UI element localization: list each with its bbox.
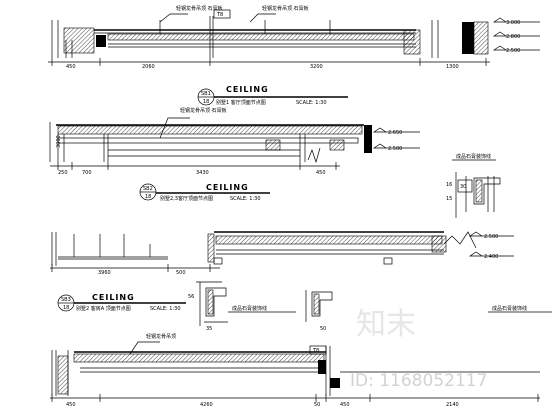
sec2-molding-detail: 成品石膏装饰线 30 16 15 <box>446 153 501 218</box>
sec3-detail-dim-3: 50 <box>320 326 326 332</box>
sec2-title-scale: SCALE: 1:30 <box>230 196 261 202</box>
sec4-dim-3: 50 <box>314 402 320 408</box>
sec3-dim-2: 500 <box>176 270 186 276</box>
sec2-title-block: SB2 18 CEILING 别墅2,3客厅顶面节点图 SCALE: 1:30 <box>139 183 270 202</box>
sec3-level-2: 2.400 <box>484 254 498 260</box>
sec2-level-1: 2.650 <box>388 130 402 136</box>
sec1-dim-3: 3200 <box>310 64 323 70</box>
sec2-dim-4: 450 <box>316 170 326 176</box>
section-1-ceiling-detail: 轻钢龙骨吊顶 石膏板 轻钢龙骨吊顶 石膏板 T8 3.000 2.800 2.5… <box>48 5 540 70</box>
sec2-detail-dim-3: 15 <box>446 196 452 202</box>
sec2-detail-dim-1: 30 <box>460 184 466 190</box>
sec3-title-num: SB3 <box>61 297 71 303</box>
sec1-note-right: 轻钢龙骨吊顶 石膏板 <box>262 5 309 12</box>
sec2-dim-2: 700 <box>82 170 92 176</box>
sec4-dim-1: 450 <box>66 402 76 408</box>
sec3-detail-dim-2: 35 <box>206 326 212 332</box>
sec3-title-cn: 别墅2 客房A 顶面节点图 <box>76 305 131 312</box>
sec3-title-block: SB3 18 CEILING 别墅2 客房A 顶面节点图 SCALE: 1:30 <box>57 293 186 312</box>
sec2-title-sheet: 18 <box>145 194 151 200</box>
sec4-note: 轻钢龙骨吊顶 <box>146 333 176 340</box>
sec2-dim-3: 3430 <box>196 170 209 176</box>
sec3-dim-1: 3960 <box>98 270 111 276</box>
sec1-note-left: 轻钢龙骨吊顶 石膏板 <box>176 5 223 12</box>
sec2-title-word: CEILING <box>206 183 249 192</box>
sec4-dim-5: 2140 <box>446 402 459 408</box>
sec1-title-num: SB1 <box>201 91 211 97</box>
sec4-tag-t8: T8 <box>312 348 319 354</box>
sec3-title-word: CEILING <box>92 293 135 302</box>
sec1-dim-1: 450 <box>66 64 76 70</box>
section-4-ceiling-detail: 轻钢龙骨吊顶 T8 450 4260 50 450 2140 <box>50 333 540 408</box>
sec2-title-cn: 别墅2,3客厅顶面节点图 <box>160 195 213 202</box>
watermark-logo: 知末 <box>356 307 416 342</box>
sec3-note-b: 成品石膏装饰线 <box>492 305 527 312</box>
sec3-detail-dim-1: 56 <box>188 294 194 300</box>
sec1-tag-t8: T8 <box>216 12 223 18</box>
sec2-level-2: 2.500 <box>388 146 402 152</box>
sec2-note: 轻钢龙骨吊顶 石膏板 <box>180 107 227 114</box>
sec1-title-scale: SCALE: 1:30 <box>296 100 327 106</box>
sec1-title-sheet: 18 <box>203 99 209 105</box>
sec2-dim-1: 250 <box>58 170 68 176</box>
sec3-molding-detail-a: 56 35 成品石膏装饰线 <box>188 281 296 332</box>
sec1-dim-4: 1300 <box>446 64 459 70</box>
section-3-ceiling-detail: 2.500 2.400 3960 500 <box>50 231 514 276</box>
sec4-dim-4: 450 <box>340 402 350 408</box>
sec2-height-dim: 3000 <box>56 135 62 148</box>
sec3-title-scale: SCALE: 1:30 <box>150 306 181 312</box>
sec3-title-sheet: 18 <box>63 305 69 311</box>
sec1-level-3: 2.500 <box>506 48 520 54</box>
sec2-detail-dim-2: 16 <box>446 182 452 188</box>
sec1-level-1: 3.000 <box>506 20 520 26</box>
sec1-title-block: SB1 18 CEILING 别墅1 客厅顶面节点图 SCALE: 1:30 <box>197 85 348 106</box>
sec1-title-word: CEILING <box>226 85 269 94</box>
sec3-level-1: 2.500 <box>484 234 498 240</box>
watermark-id: ID: 1168052117 <box>350 371 487 391</box>
sec1-title-cn: 别墅1 客厅顶面节点图 <box>216 99 266 106</box>
section-2-ceiling-detail: 轻钢龙骨吊顶 石膏板 3000 2.650 2.500 250 700 3430… <box>49 107 420 176</box>
sec2-title-num: SB2 <box>143 186 153 192</box>
sec2-detail-note: 成品石膏装饰线 <box>456 153 491 160</box>
sec4-dim-2: 4260 <box>200 402 213 408</box>
watermark: 知末 ID: 1168052117 <box>350 307 487 391</box>
sec3-molding-detail-b: 50 成品石膏装饰线 <box>305 290 552 332</box>
sec1-dim-2: 2060 <box>142 64 155 70</box>
sec1-level-2: 2.800 <box>506 34 520 40</box>
sec3-note-a: 成品石膏装饰线 <box>232 305 267 312</box>
